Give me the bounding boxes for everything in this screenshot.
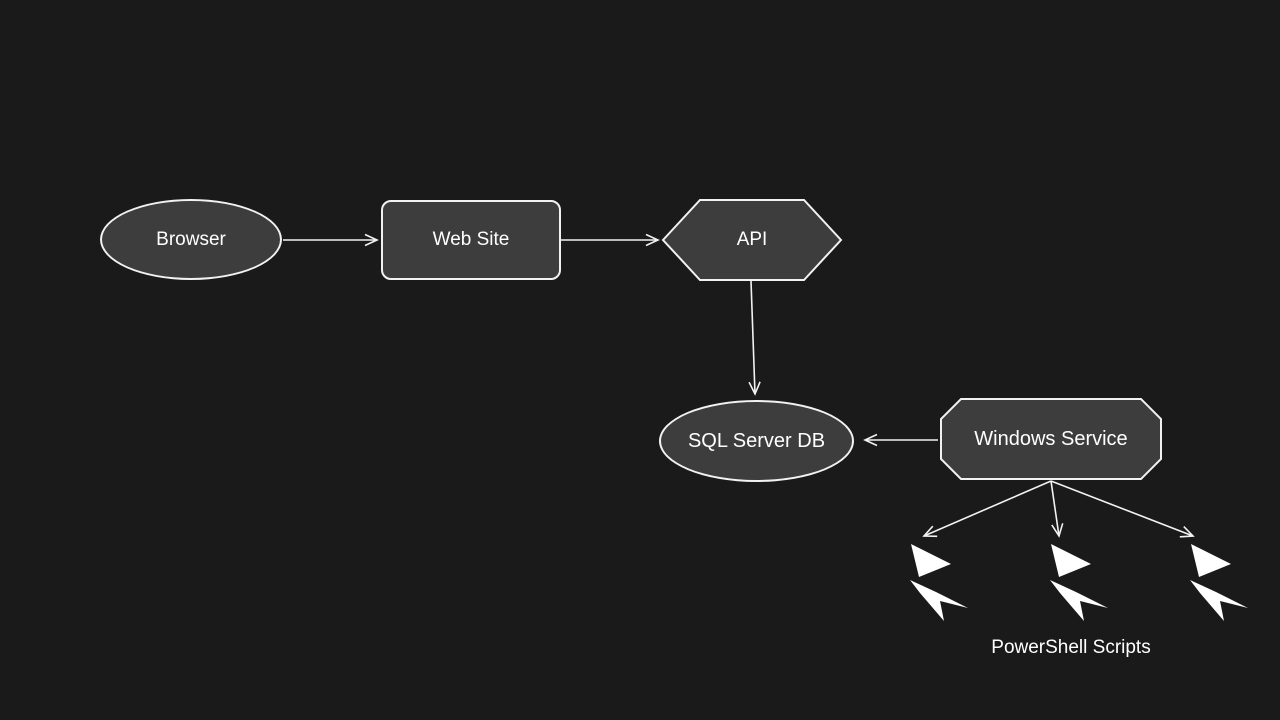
lightning-bolt-icon bbox=[1190, 544, 1248, 621]
connector-api-to-sql bbox=[748, 280, 761, 396]
node-browser-label: Browser bbox=[156, 228, 226, 250]
node-windows-service bbox=[940, 398, 1162, 480]
lightning-bolt-icon bbox=[910, 544, 968, 621]
node-sql-server-db: SQL Server DB bbox=[659, 400, 854, 482]
node-sql-server-db-label: SQL Server DB bbox=[687, 429, 826, 452]
node-api bbox=[661, 199, 843, 281]
node-web-site: Web Site bbox=[381, 200, 561, 280]
connector-windowsservice-to-bolt1 bbox=[922, 480, 1052, 538]
node-web-site-label: Web Site bbox=[432, 229, 510, 250]
hexagon-shape bbox=[661, 199, 843, 281]
powershell-scripts-label: PowerShell Scripts bbox=[991, 637, 1151, 658]
connector-windowsservice-to-bolt2 bbox=[1050, 480, 1064, 538]
lightning-bolt-icon bbox=[1050, 544, 1108, 621]
node-browser: Browser bbox=[100, 199, 282, 280]
octagon-shape bbox=[940, 398, 1162, 480]
connector-windowsservice-to-bolt3 bbox=[1050, 480, 1195, 538]
